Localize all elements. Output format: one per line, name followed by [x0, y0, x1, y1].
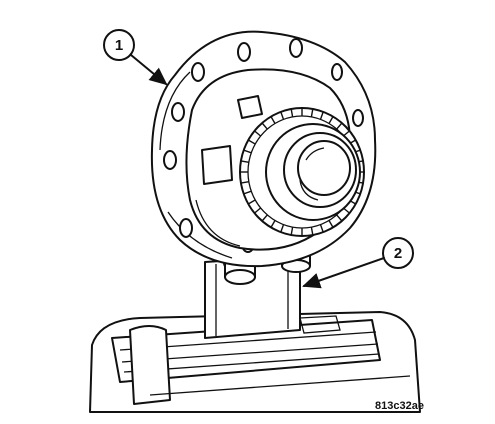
- tone-ring-tooth: [254, 130, 262, 137]
- tone-ring-tooth: [243, 190, 252, 195]
- callout-2-label: 2: [394, 245, 402, 262]
- tone-ring-tooth: [280, 111, 285, 120]
- tone-ring-tooth: [254, 207, 262, 214]
- tone-ring-tooth: [336, 214, 343, 222]
- reference-code: 813c32ae: [375, 400, 424, 412]
- tone-ring-tooth: [319, 224, 324, 233]
- tone-ring-tooth: [336, 122, 343, 130]
- callout-1-leader: [130, 54, 168, 86]
- tone-ring-tooth: [261, 214, 268, 222]
- tone-ring-tooth: [328, 220, 334, 228]
- callout-2: 2: [302, 237, 414, 289]
- hub-lug: [237, 95, 263, 119]
- callout-1-label: 1: [115, 37, 123, 54]
- tone-ring-tooth: [290, 226, 294, 236]
- tone-ring-tooth: [290, 108, 294, 118]
- tone-ring-tooth: [328, 116, 334, 124]
- tone-ring-tooth: [310, 108, 314, 118]
- callout-1: 1: [103, 29, 168, 86]
- tone-ring-tooth: [261, 122, 268, 130]
- tone-ring-tooth: [319, 111, 324, 120]
- tone-ring-tooth: [243, 149, 252, 154]
- bench-vise: [89, 311, 421, 413]
- callout-2-leader: [302, 257, 385, 289]
- tone-ring-tooth: [247, 199, 256, 205]
- square-hole: [201, 145, 233, 185]
- tone-ring-tooth: [280, 224, 285, 233]
- tone-ring-tooth: [240, 160, 249, 163]
- tone-ring-tooth: [240, 181, 249, 184]
- tone-ring-tooth: [310, 226, 314, 236]
- tone-ring-tooth: [247, 139, 256, 145]
- bearing-race: [265, 123, 361, 221]
- tone-ring-tooth: [270, 116, 276, 124]
- tone-ring-tooth: [270, 220, 276, 228]
